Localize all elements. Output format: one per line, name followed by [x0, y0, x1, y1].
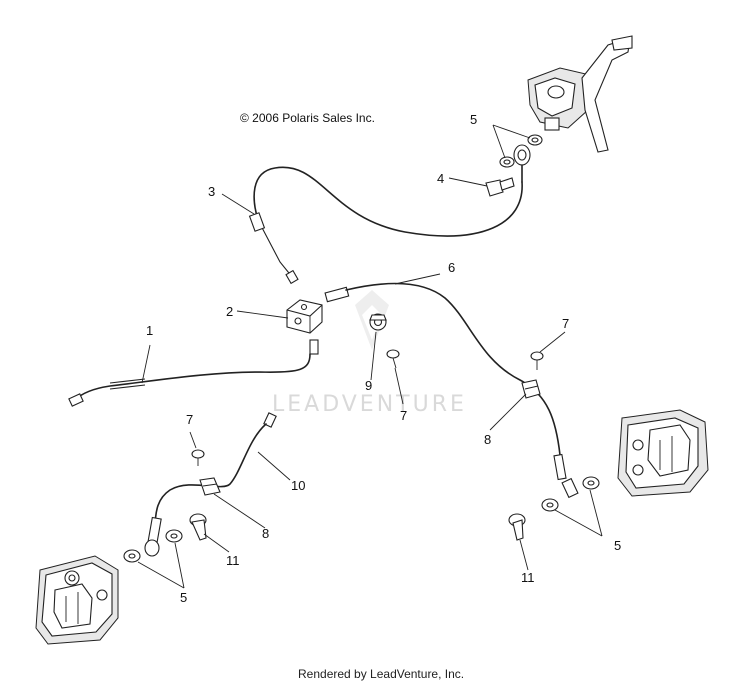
bolt-part-11-left	[189, 513, 207, 541]
brake-hose-3	[253, 166, 523, 237]
callout-5-right: 5	[614, 538, 621, 553]
callout-4: 4	[437, 171, 444, 186]
banjo-fitting-top	[513, 144, 531, 183]
callout-11-right: 11	[521, 570, 535, 585]
clip-part-left	[199, 477, 221, 496]
footer-text: Rendered by LeadVenture, Inc.	[298, 667, 464, 681]
callout-7-right: 7	[562, 316, 569, 331]
callout-8-right: 8	[484, 432, 491, 447]
brake-hose-1	[68, 353, 311, 407]
leader-lines	[137, 124, 603, 589]
callout-8-left: 8	[262, 526, 269, 541]
washer-part-top	[499, 134, 543, 168]
washer-part-left	[123, 529, 183, 563]
callout-labels: 5 4 3 2 1 6 7 9 7 8 7 10 8 11 5 5 11	[146, 112, 621, 605]
callout-1: 1	[146, 323, 153, 338]
clip-part-right	[521, 379, 541, 399]
watermark-text: LEADVENTURE	[272, 392, 467, 417]
brake-caliper-right	[617, 409, 709, 497]
junction-block-part	[286, 299, 323, 355]
callout-10: 10	[291, 478, 305, 493]
callout-5-top: 5	[470, 112, 477, 127]
washer-part-right	[541, 476, 600, 512]
callout-7-center: 7	[400, 408, 407, 423]
callout-5-left: 5	[180, 590, 187, 605]
callout-9: 9	[365, 378, 372, 393]
banjo-bolt-part	[485, 177, 515, 197]
bolt-part-9	[369, 313, 387, 331]
copyright-text: © 2006 Polaris Sales Inc.	[240, 111, 375, 125]
callout-3: 3	[208, 184, 215, 199]
screw-part-7-left	[191, 449, 205, 466]
brake-caliper-left	[35, 555, 119, 645]
master-cylinder-part	[527, 35, 633, 153]
callout-7-left: 7	[186, 412, 193, 427]
screw-part-7-center	[386, 349, 400, 369]
callout-11-left: 11	[226, 553, 240, 568]
bolt-part-11-right	[508, 513, 526, 541]
callout-6: 6	[448, 260, 455, 275]
screw-part-7-right	[530, 351, 544, 370]
callout-2: 2	[226, 304, 233, 319]
